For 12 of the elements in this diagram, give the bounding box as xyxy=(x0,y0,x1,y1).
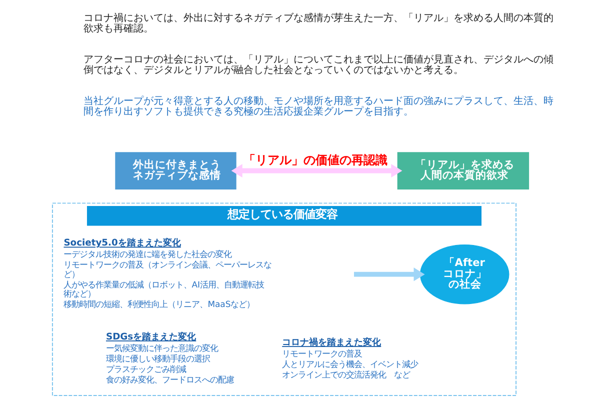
edge-label: 「リアル」の価値の再認識 xyxy=(243,153,388,168)
node-box: 外出に付きまとうネガティブな感情 xyxy=(114,152,236,190)
arrow xyxy=(230,164,402,178)
label: 当社グループが元々得意とする人の移動、モノや場所を用意するハード面の強みにプラスして、生活、時間を作り出すソフトも提供できる究極の生活応援企業グループを目指す。 xyxy=(82,96,553,118)
node-text: Society5.0を踏まえた変化 ーデジタル技術の発達に端を発した社会の変化 リモートワークの普及（オンライン会議、ペーパーレスなど） 人がやる作業量の低減（ロボット、AI活用、自動運転技術など） 移動時間の短縮、利便性向上（リニア、MaaSなど） xyxy=(63,238,272,310)
node-ellipse: 「Afterコロナ」の社会 xyxy=(419,244,509,304)
label: コロナ禍においては、外出に対するネガティブな感情が芽生えた一方、「リアル」を求める人間の本質的欲求も再確認。 xyxy=(82,12,553,34)
node-text: SDGsを踏まえた変化 ー気候変動に伴った意識の変化 環境に優しい移動手段の選択 プラスチックごみ削減 食の好み変化、フードロスへの配慮 xyxy=(105,332,234,385)
node-text: コロナ禍を踏まえた変化 リモートワークの普及 人とリアルに会う機会、イベント減少 オンライン上での交流活発化 など xyxy=(282,338,418,380)
arrow xyxy=(353,268,424,282)
label: アフターコロナの社会においては、「リアル」についてこれまで以上に価値が見直され、デジタルへの傾倒ではなく、デジタルとリアルが融合した社会となっていくのではないかと考える。 xyxy=(82,54,553,76)
node-box: 「リアル」を求める人間の本質的欲求 xyxy=(396,152,529,190)
